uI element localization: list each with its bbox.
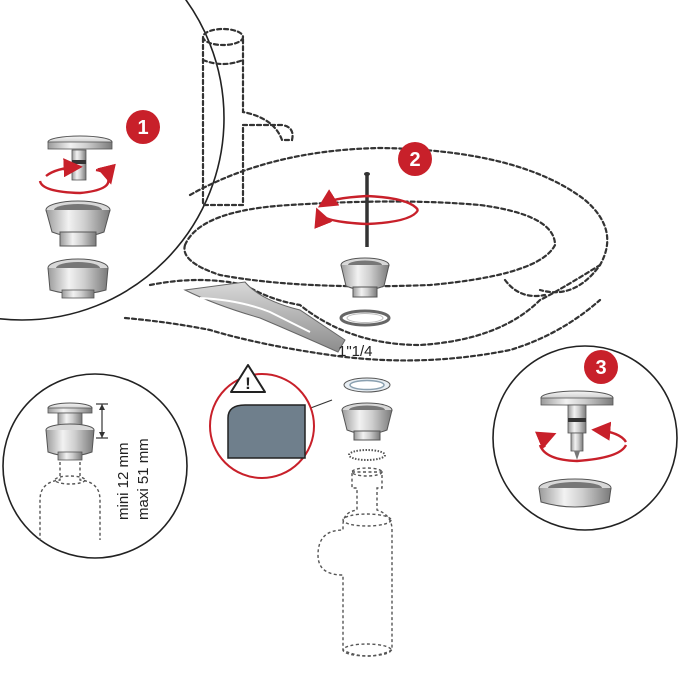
step-3-badge: 3 bbox=[584, 350, 618, 384]
dimension-arrow-icon bbox=[96, 403, 108, 439]
dimension-max-label: maxi 51 mm bbox=[135, 438, 152, 520]
countertop-shading bbox=[183, 281, 346, 353]
svg-text:!: ! bbox=[245, 374, 251, 393]
rotate-arrow-icon bbox=[38, 158, 116, 195]
dimension-min-label: mini 12 mm bbox=[115, 442, 132, 520]
step-1-circle-frame bbox=[0, 0, 225, 321]
warning-triangle-icon: ! bbox=[230, 364, 266, 393]
rotate-arrow-icon bbox=[535, 421, 628, 463]
step-1-detail bbox=[0, 0, 225, 321]
thread-size-label: 1"1/4 bbox=[338, 343, 373, 360]
warning-detail: ! bbox=[209, 364, 333, 479]
step-1-number: 1 bbox=[137, 117, 148, 139]
rotate-arrow-icon bbox=[314, 189, 420, 229]
dimension-detail: mini 12 mm maxi 51 mm bbox=[2, 373, 188, 559]
step-3-detail bbox=[492, 345, 678, 531]
step-1-badge: 1 bbox=[126, 110, 160, 144]
step-2-number: 2 bbox=[409, 149, 420, 171]
below-basin-parts bbox=[317, 377, 393, 657]
faucet-outline bbox=[201, 27, 294, 207]
step-1-content bbox=[38, 135, 116, 299]
countertop-section bbox=[227, 404, 306, 459]
step-2-badge: 2 bbox=[398, 142, 432, 176]
popup-stem bbox=[71, 149, 87, 181]
step-2-content bbox=[314, 172, 420, 327]
step-3-number: 3 bbox=[595, 357, 606, 379]
